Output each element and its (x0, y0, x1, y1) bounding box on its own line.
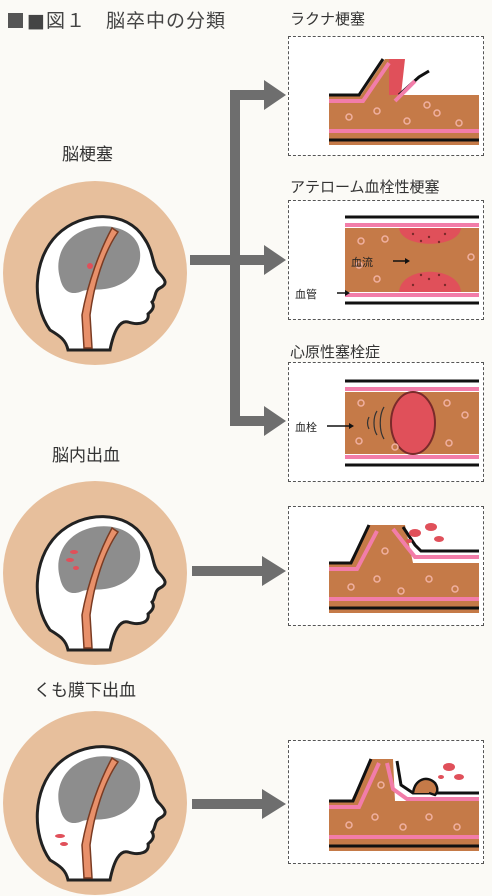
cardio-arrowhead (264, 406, 286, 436)
sah-diagram-box (288, 740, 484, 864)
infarct-spot (87, 263, 93, 269)
athero-diagram-box: 血流 血管 (288, 200, 484, 320)
cardio-vessel-illustration (289, 363, 485, 483)
thrombus-label: 血栓 (295, 419, 317, 435)
athero-branch-line (236, 255, 266, 265)
head-sah-illustration (2, 710, 188, 896)
sah-arrowhead (262, 789, 286, 819)
hemorrhage-vessel-illustration (289, 507, 485, 627)
sah-vessel-illustration (289, 741, 485, 865)
lacunar-arrowhead (264, 80, 286, 110)
sah-arrow-line (192, 799, 264, 809)
hemorrhage-diagram-box (288, 506, 484, 626)
lacunar-diagram-box (288, 36, 484, 156)
hemorrhage-arrow-line (192, 566, 264, 576)
head-hemorrhage-illustration (2, 480, 188, 666)
vessel-label: 血管 (295, 286, 317, 302)
athero-vessel-illustration (289, 201, 485, 321)
lacunar-vessel-illustration (289, 37, 485, 157)
bloodflow-label: 血流 (351, 254, 373, 270)
hemorrhage-arrowhead (262, 556, 286, 586)
cardio-branch-line (236, 416, 266, 426)
lacunar-branch-line (236, 90, 266, 100)
cardio-diagram-box: 血栓 (288, 362, 484, 482)
athero-arrowhead (264, 245, 286, 275)
head-infarction-illustration (2, 180, 188, 366)
